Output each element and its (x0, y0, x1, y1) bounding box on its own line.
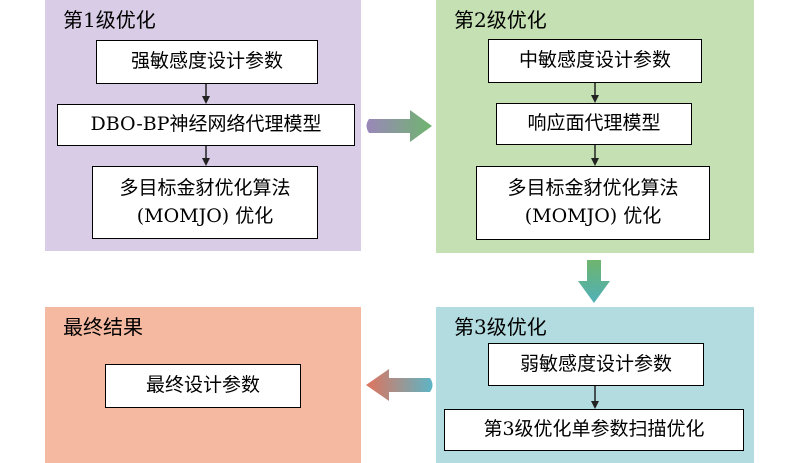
stage1-optimizer-line2: (MOMJO) 优化 (136, 204, 274, 227)
stage1-step-model-label: DBO-BP神经网络代理模型 (90, 113, 322, 136)
arrow-stage1-to-stage2 (366, 110, 432, 142)
result-panel: 最终结果 最终设计参数 (45, 307, 361, 463)
stage3-step-params: 弱敏感度设计参数 (488, 343, 704, 386)
stage1-optimizer-line1: 多目标金豺优化算法 (119, 176, 291, 199)
stage3-title: 第3级优化 (454, 315, 547, 339)
stage2-step-params: 中敏感度设计参数 (488, 39, 702, 83)
stage3-panel: 第3级优化 弱敏感度设计参数 第3级优化单参数扫描优化 (436, 307, 754, 463)
stage2-step-optimizer: 多目标金豺优化算法 (MOMJO) 优化 (476, 166, 710, 240)
stage2-optimizer-line2: (MOMJO) 优化 (524, 205, 662, 227)
stage1-step-params: 强敏感度设计参数 (96, 40, 318, 84)
result-box-label: 最终设计参数 (145, 374, 260, 397)
stage2-title: 第2级优化 (454, 8, 547, 32)
stage3-step-scan-label: 第3级优化单参数扫描优化 (483, 418, 705, 441)
stage2-optimizer-line1: 多目标金豺优化算法 (507, 177, 679, 200)
stage1-panel: 第1级优化 强敏感度设计参数 DBO-BP神经网络代理模型 多目标金豺优化算法 … (45, 0, 361, 251)
stage2-step-model: 响应面代理模型 (496, 103, 692, 145)
stage1-step-model: DBO-BP神经网络代理模型 (57, 104, 355, 146)
result-box: 最终设计参数 (105, 364, 301, 408)
stage1-step-params-label: 强敏感度设计参数 (130, 50, 283, 73)
stage2-step-model-label: 响应面代理模型 (527, 112, 661, 135)
arrow-stage2-to-stage3 (578, 260, 610, 303)
stage3-step-scan: 第3级优化单参数扫描优化 (444, 409, 744, 451)
stage2-panel: 第2级优化 中敏感度设计参数 响应面代理模型 多目标金豺优化算法 (MOMJO)… (436, 0, 754, 253)
stage1-title: 第1级优化 (63, 8, 156, 32)
result-title: 最终结果 (63, 315, 143, 339)
arrow-stage3-to-result (366, 369, 433, 401)
stage2-step-params-label: 中敏感度设计参数 (518, 49, 671, 72)
stage1-step-optimizer: 多目标金豺优化算法 (MOMJO) 优化 (92, 166, 318, 239)
stage3-step-params-label: 弱敏感度设计参数 (519, 352, 672, 375)
